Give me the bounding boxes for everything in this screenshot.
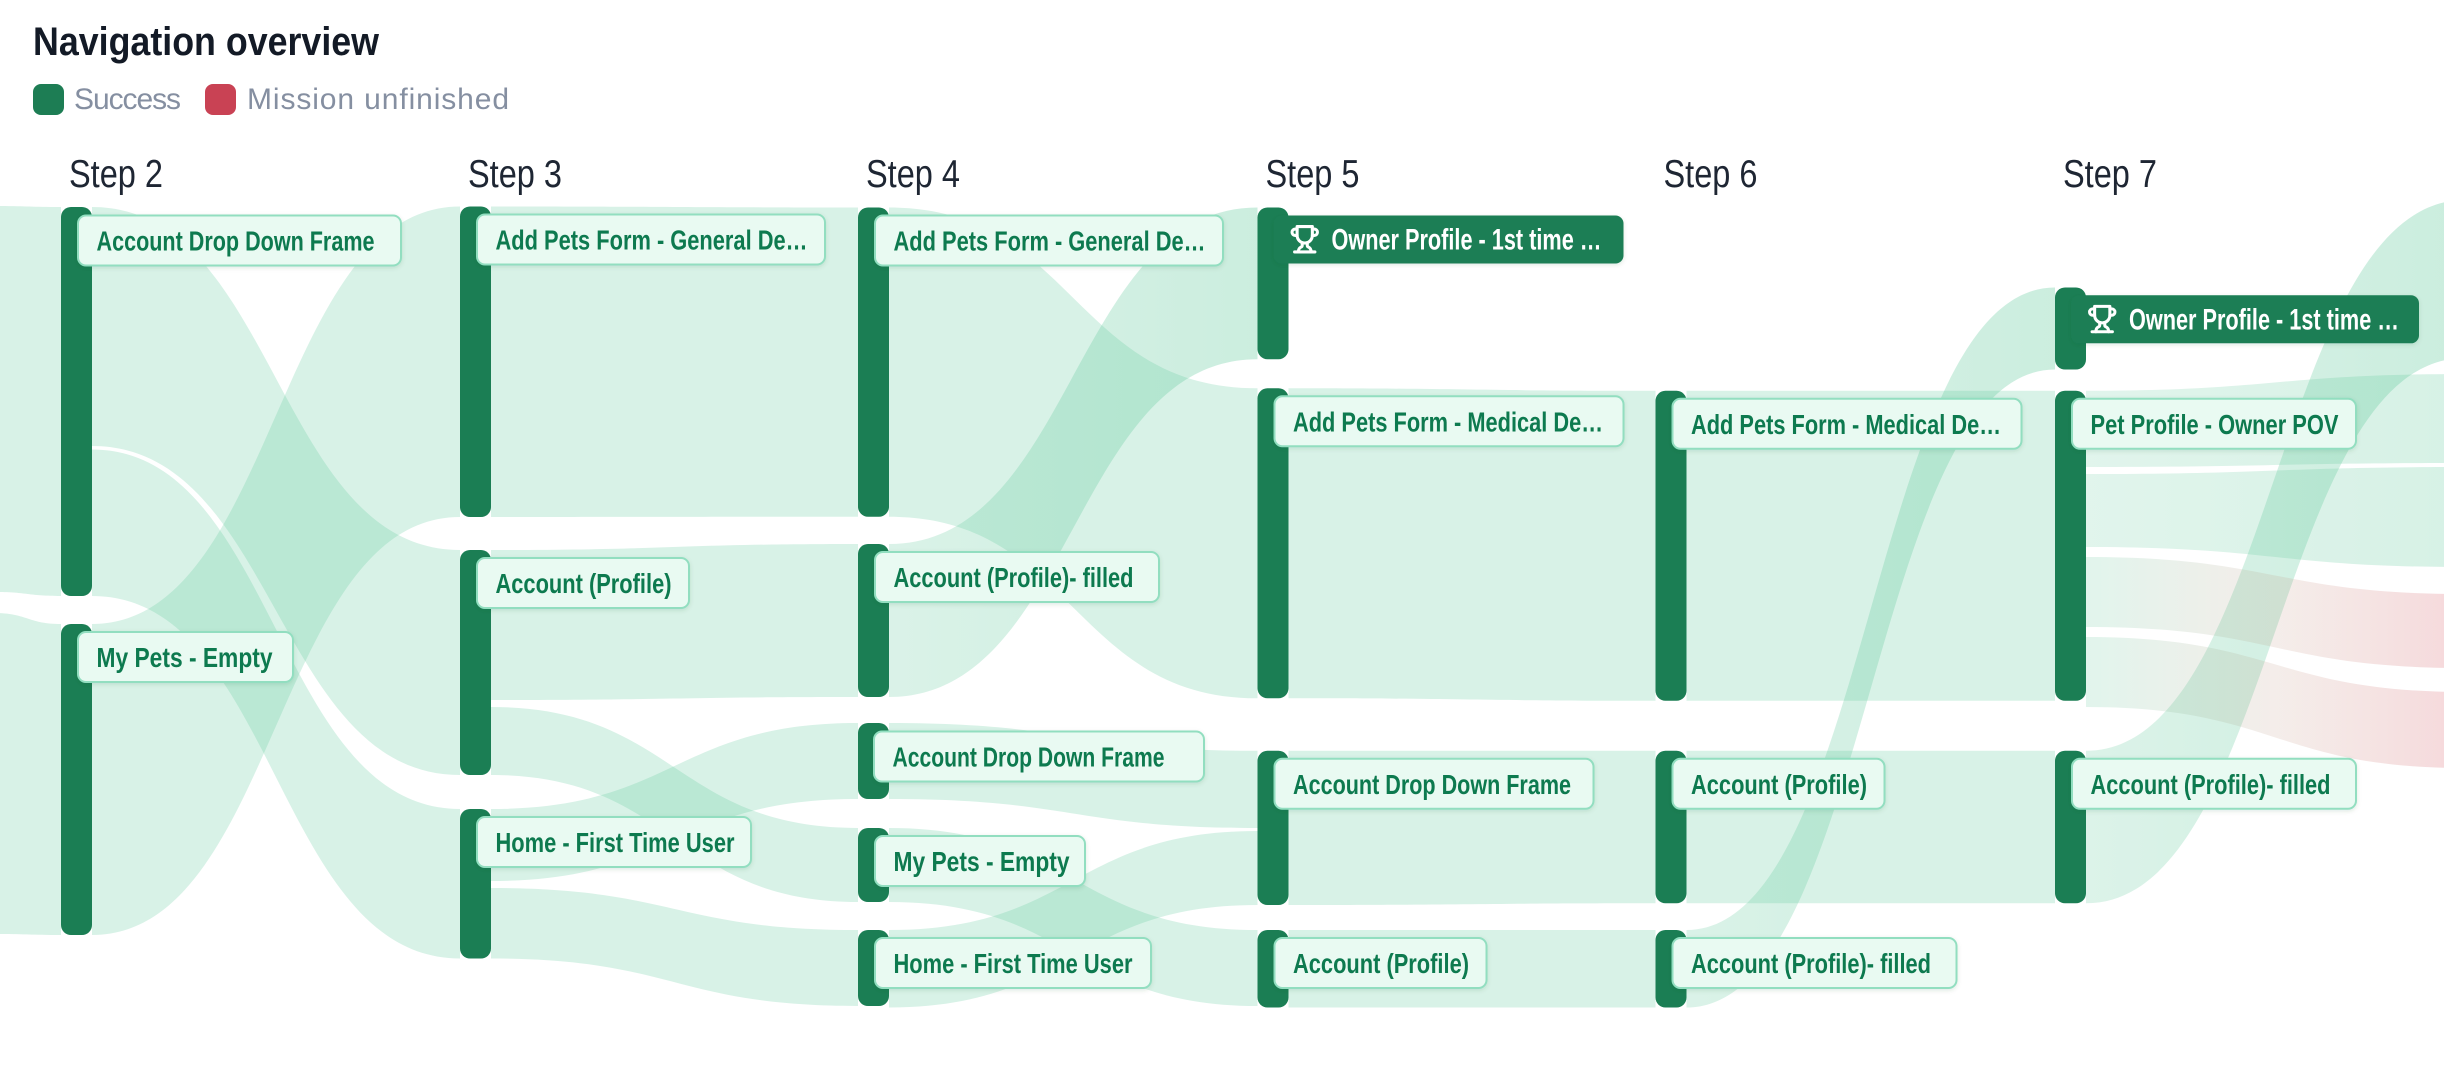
svg-text:My Pets - Empty: My Pets - Empty (894, 846, 1070, 877)
svg-text:Home - First Time User: Home - First Time User (894, 948, 1133, 979)
svg-text:Account (Profile): Account (Profile) (1293, 948, 1469, 979)
svg-text:Add Pets Form - General De…: Add Pets Form - General De… (496, 225, 808, 256)
svg-text:Add Pets Form - General De…: Add Pets Form - General De… (894, 226, 1206, 257)
svg-text:Success: Success (74, 83, 181, 116)
svg-text:Account Drop Down Frame: Account Drop Down Frame (97, 226, 375, 257)
svg-text:My Pets - Empty: My Pets - Empty (97, 642, 273, 673)
svg-text:Step 7: Step 7 (2063, 153, 2157, 196)
svg-text:Pet Profile - Owner POV: Pet Profile - Owner POV (2091, 409, 2339, 440)
svg-text:Account Drop Down Frame: Account Drop Down Frame (893, 742, 1165, 773)
svg-text:Mission unfinished: Mission unfinished (247, 83, 509, 116)
svg-text:Home - First Time User: Home - First Time User (496, 827, 735, 858)
svg-text:Step 2: Step 2 (69, 153, 163, 196)
svg-text:Account Drop Down Frame: Account Drop Down Frame (1293, 769, 1571, 800)
svg-text:Owner Profile - 1st time …: Owner Profile - 1st time … (1332, 224, 1602, 257)
svg-text:Step 5: Step 5 (1266, 153, 1360, 196)
svg-text:Step 6: Step 6 (1664, 153, 1758, 196)
svg-text:Account (Profile)- filled: Account (Profile)- filled (2091, 769, 2331, 800)
svg-text:Account (Profile): Account (Profile) (496, 568, 672, 599)
svg-text:Account (Profile)- filled: Account (Profile)- filled (894, 562, 1134, 593)
svg-text:Account (Profile): Account (Profile) (1691, 769, 1867, 800)
svg-text:Step 3: Step 3 (468, 153, 562, 196)
svg-text:Step 4: Step 4 (866, 153, 960, 196)
svg-text:Navigation overview: Navigation overview (33, 20, 380, 64)
svg-text:Add Pets Form - Medical De…: Add Pets Form - Medical De… (1293, 406, 1603, 437)
svg-text:Add Pets Form - Medical De…: Add Pets Form - Medical De… (1691, 409, 2001, 440)
svg-text:Owner Profile - 1st time …: Owner Profile - 1st time … (2129, 303, 2399, 336)
svg-text:Account (Profile)- filled: Account (Profile)- filled (1691, 948, 1931, 979)
